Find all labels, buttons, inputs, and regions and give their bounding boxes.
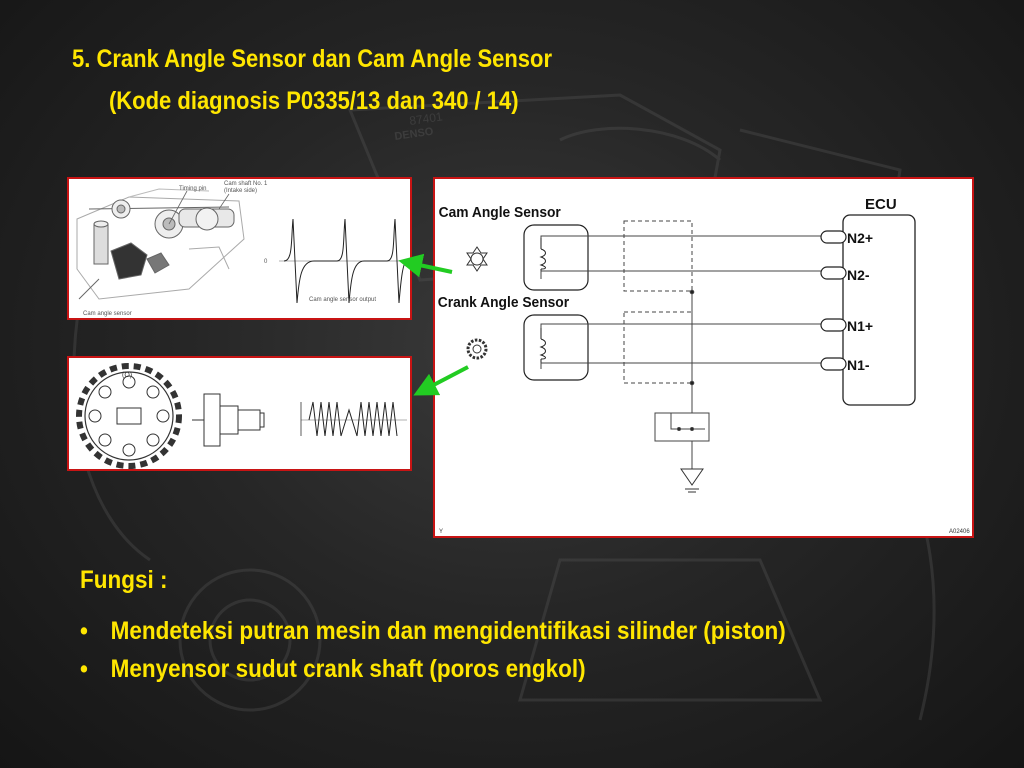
shield-ground-wires [654,289,710,469]
waveform-zero-label: 0 [264,259,268,265]
cam-sensor-output-label: Cam angle sensor output [309,297,376,303]
shield-dashed-boxes [623,220,693,384]
cam-sensor-drawing: Timing pin Cam shaft No. 1 (Intake side)… [76,181,408,317]
terminal-n2-minus: N2- [847,267,870,283]
timing-pin-label: Timing pin [179,186,206,192]
fungsi-heading: Fungsi : [80,566,168,594]
fungsi-item: • Mendeteksi putran mesin dan mengidentif… [80,612,786,650]
crank-sensor-body [192,393,265,447]
slide-title-line1: 5. Crank Angle Sensor dan Cam Angle Sens… [72,45,553,73]
cam-sensor-title: Cam Angle Sensor [439,205,562,222]
diagram-corner-left: Y [439,529,443,535]
crank-sensor-title: Crank Angle Sensor [438,295,570,312]
slide-title-line2: (Kode diagnosis P0335/13 dan 340 / 14) [108,87,519,115]
cam-sensor-label: Cam angle sensor [83,311,132,317]
cam-sensor-illustration-panel: Timing pin Cam shaft No. 1 (Intake side)… [67,177,412,320]
cam-sensor-box [523,224,589,291]
bullet-marker: • [80,617,88,645]
bg-part-number: 87401 [408,109,443,128]
circuit-diagram: Cam Angle Sensor Crank Angle Sensor [438,196,971,535]
crank-sensor-drawing: (O) [76,363,407,469]
ecu-box [842,214,916,406]
fungsi-item-text: Menyensor sudut crank shaft (poros engko… [110,655,586,683]
ecu-label: ECU [865,196,897,213]
ecu-connector-pins [820,230,847,371]
cam-sensor-output-waveform [279,218,408,304]
terminal-n2-plus: N2+ [847,230,873,246]
cam-sensor-symbol-icon [466,246,488,272]
cam-sensor-coil-icon [539,238,546,279]
slide-title: 5. Crank Angle Sensor dan Cam Angle Sens… [72,38,552,122]
circuit-diagram-panel: Cam Angle Sensor Crank Angle Sensor [433,177,974,538]
fungsi-list: • Mendeteksi putran mesin dan mengidentif… [80,612,786,688]
bullet-marker: • [80,655,88,683]
terminal-n1-minus: N1- [847,357,870,373]
terminal-n1-plus: N1+ [847,318,873,334]
crank-sensor-illustration-panel: (O) [67,356,412,471]
crank-sensor-symbol-icon [466,338,488,360]
cam-shaft-label-sub: (Intake side) [224,188,257,194]
bg-brand-logo-text: DENSO [394,126,435,143]
ground-icon [680,468,704,493]
crank-sensor-box [523,314,589,381]
signal-wires [540,235,824,369]
fungsi-item-text: Mendeteksi putran mesin dan mengidentifi… [110,617,786,645]
cam-shaft-label: Cam shaft No. 1 [224,181,268,187]
diagram-corner-right: A02406 [949,529,970,535]
fungsi-item: • Menyensor sudut crank shaft (poros engk… [80,650,786,688]
timing-rotor-gear [76,363,182,469]
gear-mark-label: (O) [122,372,132,379]
crank-sensor-output-waveform [300,401,407,437]
